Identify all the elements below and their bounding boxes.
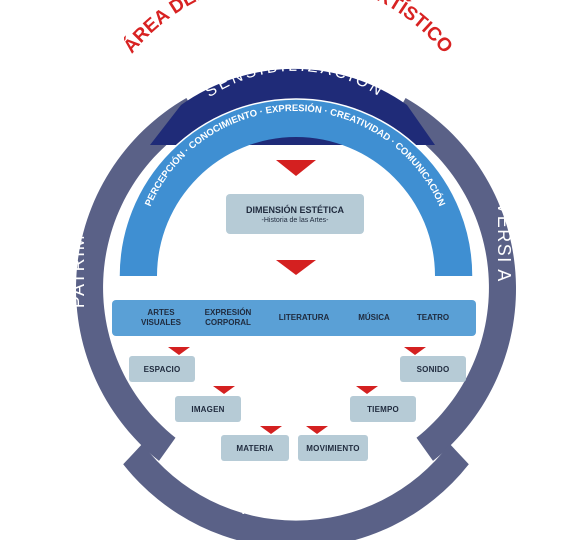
arrow-tiempo bbox=[356, 386, 378, 394]
arrow-materia-left bbox=[260, 426, 282, 434]
art-expresion-corporal: EXPRESIÓN CORPORAL bbox=[204, 308, 252, 327]
element-materia: MATERIA bbox=[221, 435, 289, 461]
element-tiempo: TIEMPO bbox=[350, 396, 416, 422]
competencies-arc bbox=[119, 99, 473, 276]
arrow-sonido bbox=[404, 347, 426, 355]
arrow-to-arts bbox=[276, 260, 316, 275]
dimension-title: DIMENSIÓN ESTÉTICA bbox=[245, 205, 344, 215]
element-movimiento: MOVIMIENTO bbox=[298, 435, 368, 461]
identidad-label: IDENTIDAD bbox=[241, 498, 352, 518]
element-imagen: IMAGEN bbox=[175, 396, 241, 422]
page-title: ÁREA DEL CONOCIMIENTO ARTÍSTICO bbox=[119, 0, 457, 57]
patrimonio-label: PATRIMONIO bbox=[68, 182, 88, 308]
dimension-subtitle: -Historia de las Artes- bbox=[261, 217, 329, 224]
art-musica: MÚSICA bbox=[358, 313, 390, 322]
competencies-arc-edge bbox=[118, 98, 474, 277]
art-artes-visuales: ARTES VISUALES bbox=[140, 308, 181, 327]
dimension-box: DIMENSIÓN ESTÉTICA -Historia de las Arte… bbox=[226, 194, 364, 234]
arrow-movimiento bbox=[306, 426, 328, 434]
arrow-imagen bbox=[213, 386, 235, 394]
diversidad-label: DIVERSI A bbox=[494, 181, 514, 283]
ring-right-segment bbox=[392, 98, 517, 461]
art-teatro: TEATRO bbox=[416, 313, 450, 322]
art-literatura: LITERATURA bbox=[278, 313, 330, 322]
ring-left-segment bbox=[75, 98, 200, 461]
element-sonido: SONIDO bbox=[400, 356, 466, 382]
ring-bottom-segment bbox=[123, 443, 469, 540]
arrow-espacio bbox=[168, 347, 190, 355]
arts-bar bbox=[112, 300, 476, 336]
arrow-to-dimension bbox=[276, 160, 316, 176]
element-espacio: ESPACIO bbox=[129, 356, 195, 382]
